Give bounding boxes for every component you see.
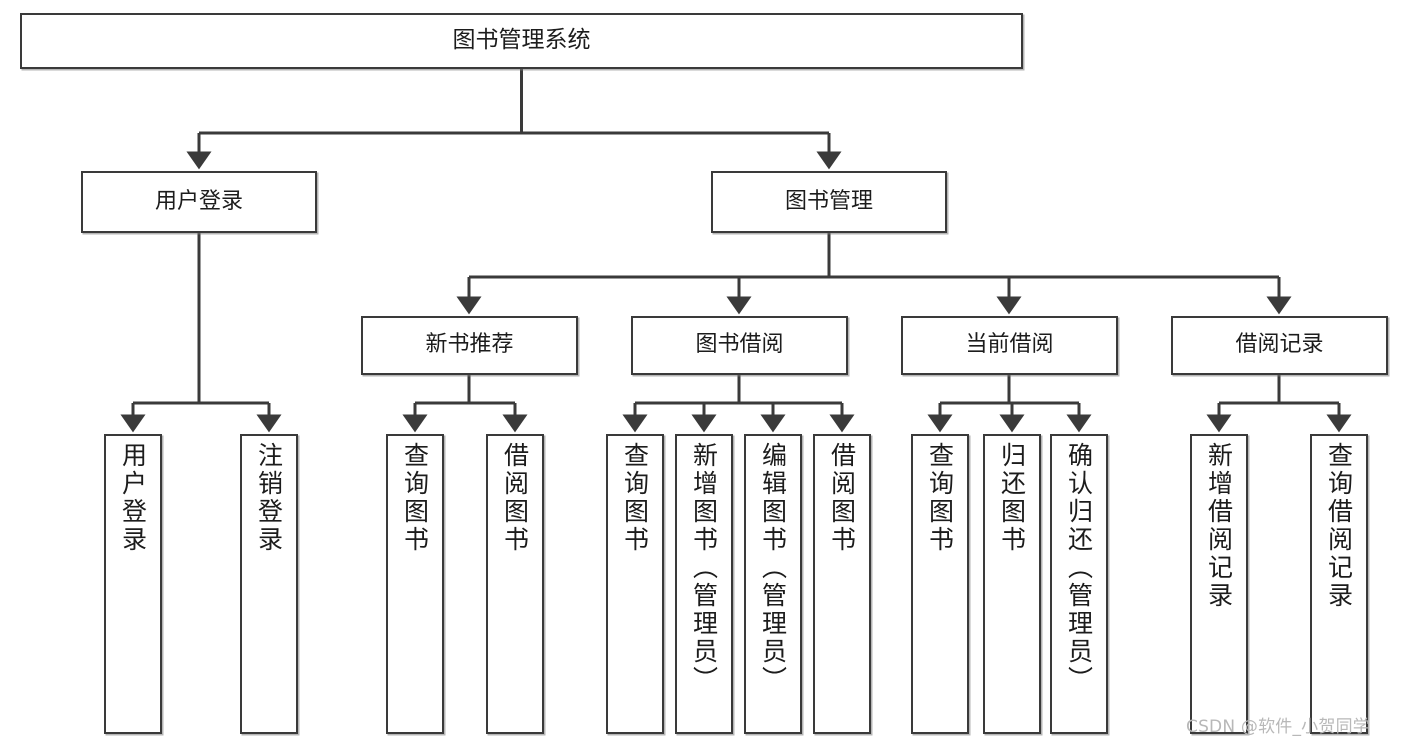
node-root[interactable]: 图书管理系统: [20, 13, 1023, 69]
leaf-borrow-book-label: 借阅图书: [827, 442, 857, 554]
leaf-query-book-recommend-label: 查询图书: [400, 442, 430, 554]
leaf-query-book-current-label: 查询图书: [925, 442, 955, 554]
node-book-borrow[interactable]: 图书借阅: [631, 316, 848, 375]
node-borrow-record-label: 借阅记录: [1235, 332, 1324, 358]
node-borrow-record[interactable]: 借阅记录: [1171, 316, 1388, 375]
leaf-borrow-book[interactable]: 借阅图书: [813, 434, 871, 734]
leaf-return-book-label: 归还图书: [997, 442, 1027, 554]
leaf-query-book-borrow[interactable]: 查询图书: [606, 434, 664, 734]
node-new-book-recommendation[interactable]: 新书推荐: [361, 316, 578, 375]
leaf-edit-book-admin[interactable]: 编辑图书（管理员）: [744, 434, 802, 734]
leaf-query-borrow-record[interactable]: 查询借阅记录: [1310, 434, 1368, 734]
leaf-user-login[interactable]: 用户登录: [104, 434, 162, 734]
leaf-query-borrow-record-label: 查询借阅记录: [1324, 442, 1354, 610]
leaf-logout-login[interactable]: 注销登录: [240, 434, 298, 734]
node-current-borrow[interactable]: 当前借阅: [901, 316, 1118, 375]
leaf-logout-login-label: 注销登录: [254, 442, 284, 554]
leaf-query-book-borrow-label: 查询图书: [620, 442, 650, 554]
leaf-user-login-label: 用户登录: [118, 442, 148, 554]
leaf-return-book[interactable]: 归还图书: [983, 434, 1041, 734]
leaf-add-borrow-record[interactable]: 新增借阅记录: [1190, 434, 1248, 734]
node-book-borrow-label: 图书借阅: [695, 332, 784, 358]
leaf-query-book-recommend[interactable]: 查询图书: [386, 434, 444, 734]
leaf-confirm-return-admin[interactable]: 确认归还（管理员）: [1050, 434, 1108, 734]
leaf-add-book-admin[interactable]: 新增图书（管理员）: [675, 434, 733, 734]
node-new-book-recommendation-label: 新书推荐: [425, 332, 514, 358]
leaf-add-book-admin-label: 新增图书（管理员）: [689, 442, 719, 694]
node-user-login[interactable]: 用户登录: [81, 171, 317, 233]
node-book-management[interactable]: 图书管理: [711, 171, 947, 233]
leaf-add-borrow-record-label: 新增借阅记录: [1204, 442, 1234, 610]
leaf-confirm-return-admin-label: 确认归还（管理员）: [1064, 442, 1094, 694]
leaf-borrow-book-recommend[interactable]: 借阅图书: [486, 434, 544, 734]
node-root-label: 图书管理系统: [452, 27, 591, 54]
leaf-query-book-current[interactable]: 查询图书: [911, 434, 969, 734]
watermark: CSDN @软件_小贺同学: [1186, 717, 1370, 737]
node-book-management-label: 图书管理: [784, 188, 873, 214]
node-current-borrow-label: 当前借阅: [965, 332, 1054, 358]
leaf-edit-book-admin-label: 编辑图书（管理员）: [758, 442, 788, 694]
leaf-borrow-book-recommend-label: 借阅图书: [500, 442, 530, 554]
node-user-login-label: 用户登录: [154, 188, 243, 214]
